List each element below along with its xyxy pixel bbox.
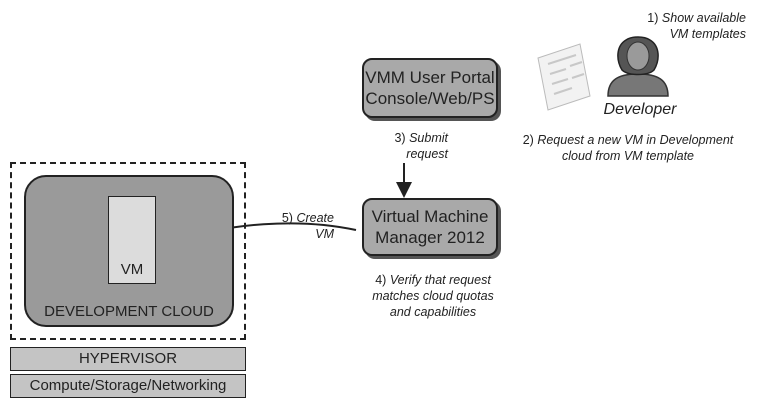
step3-line1: Submit xyxy=(409,131,448,145)
step2-note: 2) Request a new VM in Development cloud… xyxy=(500,132,756,164)
step3-line2: request xyxy=(406,147,448,161)
step2-number: 2) xyxy=(522,133,534,147)
step5-line2: VM xyxy=(315,227,334,241)
step2-line2: cloud from VM template xyxy=(562,149,694,163)
step5-number: 5) xyxy=(281,211,293,225)
vmm-user-portal-box: VMM User Portal Console/Web/PS xyxy=(362,58,498,118)
step5-note: 5) Create VM xyxy=(264,210,334,242)
development-cloud-frame xyxy=(10,162,246,340)
step1-line1: Show available xyxy=(661,11,746,25)
vmm-line1: Virtual Machine xyxy=(371,207,489,226)
vm-label: VM xyxy=(120,261,144,278)
step4-line1: Verify that request xyxy=(389,273,491,287)
step1-number: 1) xyxy=(647,11,659,25)
infrastructure-layer: Compute/Storage/Networking xyxy=(10,374,246,398)
step4-line3: and capabilities xyxy=(389,305,477,319)
step4-line2: matches cloud quotas xyxy=(372,289,494,303)
step2-line1: Request a new VM in Development xyxy=(537,133,734,147)
template-document-icon xyxy=(537,43,591,111)
portal-line2: Console/Web/PS xyxy=(365,89,495,108)
vmm-line2: Manager 2012 xyxy=(375,228,485,247)
step5-line1: Create xyxy=(296,211,334,225)
step4-number: 4) xyxy=(375,273,387,287)
step1-line2: VM templates xyxy=(669,27,746,41)
step4-note: 4) Verify that request matches cloud quo… xyxy=(348,272,518,320)
developer-person-icon xyxy=(607,36,669,97)
developer-label: Developer xyxy=(603,101,677,118)
portal-line1: VMM User Portal xyxy=(365,68,495,87)
step1-note: 1) Show available VM templates xyxy=(600,10,746,42)
step3-note: 3) Submit request xyxy=(352,130,448,162)
vm-box xyxy=(108,196,156,284)
virtual-machine-manager-box: Virtual Machine Manager 2012 xyxy=(362,198,498,256)
hypervisor-layer: HYPERVISOR xyxy=(10,347,246,371)
step3-number: 3) xyxy=(394,131,406,145)
development-cloud-label: DEVELOPMENT CLOUD xyxy=(44,303,214,320)
